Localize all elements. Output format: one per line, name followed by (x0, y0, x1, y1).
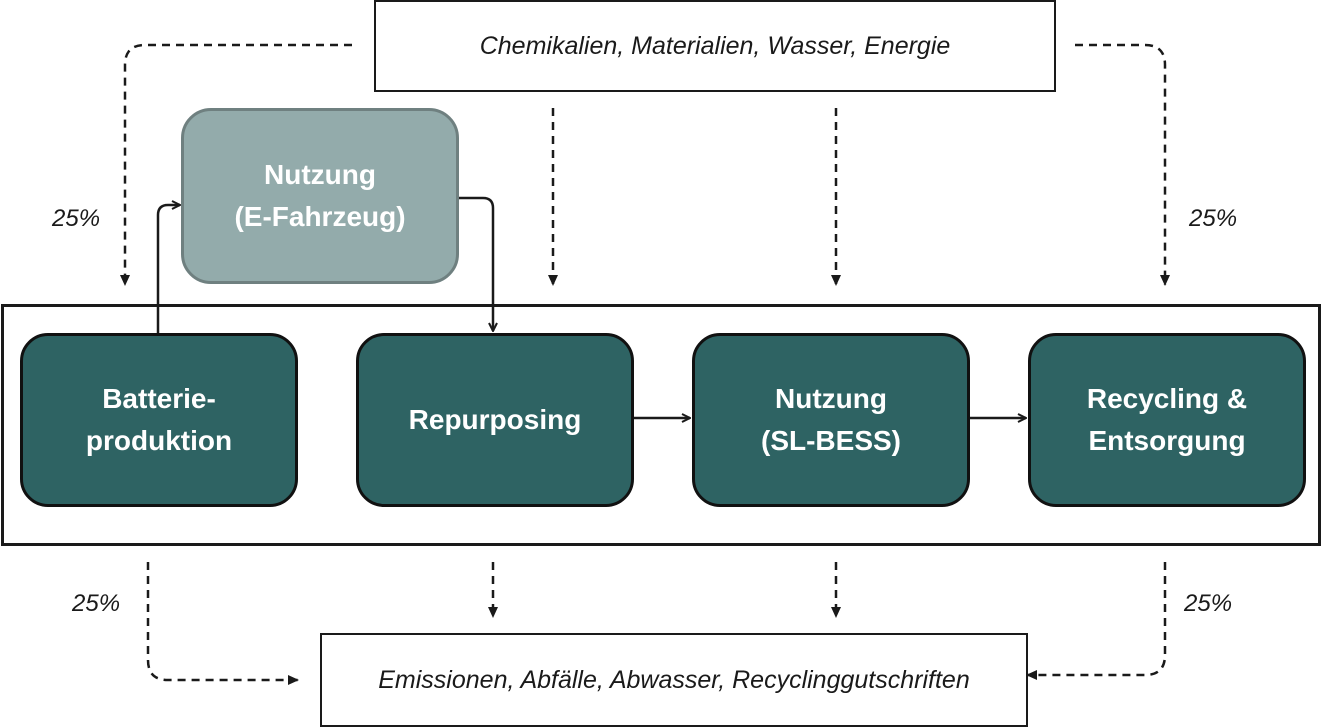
stage-repurposing-line1: Repurposing (408, 404, 582, 435)
stage-battery-production: Batterie- produktion (20, 333, 298, 507)
arrow-production-to-ev (156, 205, 180, 333)
input-arrow-right (1075, 43, 1170, 286)
percent-top-right: 25% (1189, 205, 1238, 232)
stage-use-sl-bess-line1: Nutzung (775, 383, 887, 414)
stage-battery-production-line2: produktion (85, 425, 233, 456)
stage-use-sl-bess: Nutzung (SL-BESS) (692, 333, 970, 507)
arrow-ev-to-repurposing (458, 196, 493, 331)
process-frame (1, 304, 1321, 546)
stage-use-sl-bess-line2: (SL-BESS) (761, 425, 901, 456)
outputs-text: Emissionen, Abfälle, Abwasser, Recycling… (378, 665, 970, 694)
inputs-box: Chemikalien, Materialien, Wasser, Energi… (374, 0, 1056, 92)
ev-use-line2: (E-Fahrzeug) (234, 201, 406, 232)
ev-use-line1: Nutzung (264, 159, 376, 190)
stage-recycling-line1: Recycling & (1086, 383, 1248, 414)
input-arrow-left (120, 43, 352, 286)
percent-bottom-right: 25% (1184, 590, 1233, 617)
output-arrow-right (1026, 562, 1167, 680)
percent-bottom-left: 25% (72, 590, 121, 617)
output-arrow-left (146, 562, 299, 685)
stage-recycling-disposal: Recycling & Entsorgung (1028, 333, 1306, 507)
inputs-text: Chemikalien, Materialien, Wasser, Energi… (479, 31, 951, 60)
stage-battery-production-line1: Batterie- (102, 383, 216, 414)
stage-recycling-line2: Entsorgung (1088, 425, 1246, 456)
ev-use-node: Nutzung (E-Fahrzeug) (181, 108, 459, 284)
outputs-box: Emissionen, Abfälle, Abwasser, Recycling… (320, 633, 1028, 727)
percent-top-left: 25% (52, 205, 101, 232)
stage-repurposing: Repurposing (356, 333, 634, 507)
